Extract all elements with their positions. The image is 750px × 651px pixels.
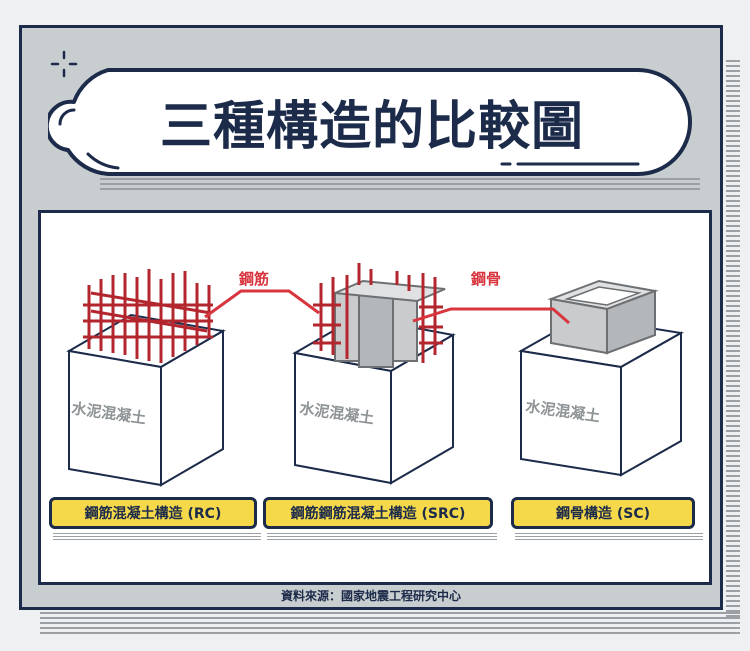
src-steel-section (334, 279, 446, 368)
src-rebar-cage (313, 263, 443, 363)
speech-bubble-shape (48, 68, 692, 176)
steel-callout: 鋼骨 (471, 270, 502, 288)
structure-diagram: 水泥混凝土 水泥混凝土 (66, 263, 684, 487)
card-shadow-stripes (40, 612, 740, 634)
rebar-leader-line (204, 289, 320, 319)
title-shadow-stripes (100, 178, 700, 192)
rebar-callout: 鋼筋 (239, 270, 270, 288)
caption-stripe (267, 533, 497, 541)
page-title: 三種構造的比較圖 (159, 97, 584, 157)
sc-steel-box-column (547, 279, 659, 355)
rc-rebar-cage (83, 269, 213, 363)
steel-leader-line (412, 307, 570, 325)
rc-concrete-block (66, 313, 226, 487)
caption-stripe (53, 533, 261, 541)
source-note: 資料來源：國家地震工程研究中心 (280, 589, 461, 603)
sparkle-icon (50, 50, 78, 78)
diagram-panel: 水泥混凝土 水泥混凝土 (38, 210, 712, 585)
title-banner: 三種構造的比較圖 (48, 62, 696, 180)
card-shadow-stripes-right (726, 60, 740, 620)
src-caption: 鋼筋鋼筋混凝土構造 (SRC) (263, 497, 493, 529)
rc-caption: 鋼筋混凝土構造 (RC) (49, 497, 257, 529)
caption-stripe (515, 533, 703, 541)
sc-caption: 鋼骨構造 (SC) (511, 497, 695, 529)
